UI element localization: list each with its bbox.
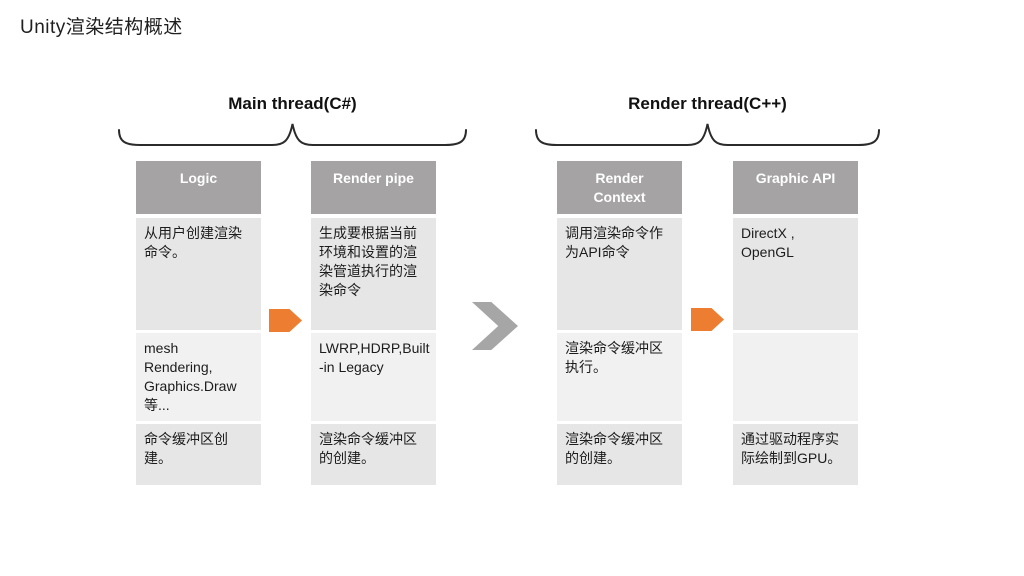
column-graphic-api-cell-2 [733,333,858,421]
render-thread-group-label: Render thread(C++) [628,94,787,113]
column-render-pipe: Render pipe 生成要根据当前 环境和设置的渲 染管道执行的渲 染命令 … [311,161,436,485]
column-render-pipe-header: Render pipe [311,161,436,214]
main-thread-group-label: Main thread(C#) [228,94,357,113]
render-thread-brace-icon [535,123,880,146]
column-logic: Logic 从用户创建渲染 命令。 mesh Rendering, Graphi… [136,161,261,485]
column-render-context-cell-3: 渲染命令缓冲区 的创建。 [557,424,682,485]
column-logic-cell-3: 命令缓冲区创建。 [136,424,261,485]
column-render-context: Render Context 调用渲染命令作 为API命令 渲染命令缓冲区 执行… [557,161,682,485]
column-render-pipe-cell-1: 生成要根据当前 环境和设置的渲 染管道执行的渲 染命令 [311,218,436,330]
column-render-pipe-cell-3: 渲染命令缓冲区 的创建。 [311,424,436,485]
column-logic-header: Logic [136,161,261,214]
page-title: Unity渲染结构概述 [20,17,183,38]
column-render-context-header: Render Context [557,161,682,214]
step-arrow-icon [269,309,302,332]
column-render-context-cell-2: 渲染命令缓冲区 执行。 [557,333,682,421]
column-logic-cell-1: 从用户创建渲染 命令。 [136,218,261,330]
column-graphic-api-header: Graphic API [733,161,858,214]
column-render-context-cell-1: 调用渲染命令作 为API命令 [557,218,682,330]
column-logic-cell-2: mesh Rendering, Graphics.Draw 等... [136,333,261,421]
column-graphic-api: Graphic API DirectX , OpenGL 通过驱动程序实 际绘制… [733,161,858,485]
column-graphic-api-cell-1: DirectX , OpenGL [733,218,858,330]
step-arrow-icon [691,308,724,331]
column-graphic-api-cell-3: 通过驱动程序实 际绘制到GPU。 [733,424,858,485]
thread-handoff-chevron-icon [472,302,518,350]
main-thread-brace-icon [118,123,467,146]
column-render-pipe-cell-2: LWRP,HDRP,Built -in Legacy [311,333,436,421]
